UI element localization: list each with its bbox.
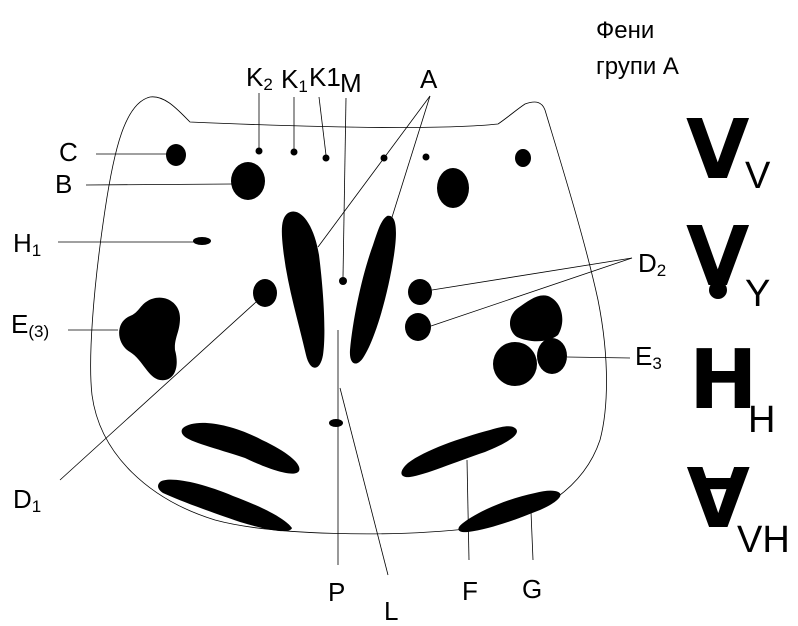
spot-d1: [253, 279, 277, 307]
label-p: P: [328, 577, 345, 607]
spot-k1b: [322, 154, 330, 162]
leader-d1: [59, 301, 257, 481]
spot-g-left: [158, 479, 292, 532]
label-c: C: [59, 137, 78, 167]
legend-item-vh: A VH: [686, 447, 790, 561]
legend-glyph-h: H: [689, 333, 758, 428]
leader-m: [342, 97, 347, 278]
spot-f-left-upper: [181, 422, 300, 474]
label-k2: K2: [246, 62, 273, 94]
label-k1: K1: [281, 64, 308, 96]
label-k1b: K1: [309, 62, 341, 92]
spot-a-left: [281, 211, 325, 368]
leader-l: [339, 387, 389, 576]
spot-e3-right-mid: [493, 342, 537, 386]
legend-title-line2: групи А: [596, 53, 679, 80]
spot-k2: [255, 147, 263, 155]
legend-glyph-vh: A: [686, 447, 750, 542]
leader-a-left: [317, 95, 431, 248]
spot-m: [339, 277, 347, 285]
spot-d2-lower: [405, 313, 431, 341]
legend-label-h: H: [748, 399, 775, 441]
spot-f-right: [401, 426, 517, 478]
spot-d2-upper: [408, 279, 432, 305]
legend-item-v: V V: [686, 103, 771, 198]
legend-label-v: V: [745, 155, 771, 197]
legend-label-vh: VH: [737, 519, 790, 561]
label-d1: D1: [13, 484, 41, 516]
label-e3-left: E(3): [11, 309, 49, 341]
spot-k1: [290, 148, 298, 156]
leader-d2-lower: [430, 257, 633, 327]
spot-g-right: [458, 490, 561, 533]
spot-b-left: [231, 162, 265, 200]
label-h1: H1: [13, 228, 41, 260]
legend-item-y: V Y: [686, 210, 770, 315]
spot-e3-right-small: [537, 338, 567, 374]
leader-b: [85, 183, 233, 186]
label-f: F: [462, 576, 478, 606]
leader-k1b: [318, 96, 327, 156]
label-e3-right: E3: [635, 341, 662, 373]
spot-b-right: [437, 168, 469, 208]
label-m: M: [340, 68, 362, 98]
legend-item-h: H H: [689, 333, 775, 441]
label-g: G: [522, 574, 542, 604]
label-b: B: [55, 169, 72, 199]
label-l: L: [384, 596, 398, 626]
leader-e3-right: [566, 356, 631, 359]
spot-p: [329, 419, 343, 427]
spot-a-right: [349, 215, 396, 364]
legend-glyph-v: V: [686, 103, 750, 198]
spot-h1: [193, 237, 211, 245]
legend-title-line1: Фени: [596, 17, 654, 44]
legend-label-y: Y: [745, 273, 770, 315]
pronotum-outline: [90, 96, 607, 535]
spot-c-right: [515, 149, 531, 167]
spot-e3-right-upper: [509, 295, 563, 342]
label-d2: D2: [638, 248, 666, 280]
leader-g: [530, 511, 534, 561]
spot-c-left: [166, 144, 186, 166]
spot-k1-right: [422, 153, 430, 161]
leader-f: [466, 459, 470, 561]
legend-y-dot: [709, 281, 727, 299]
leader-d2-upper: [431, 257, 633, 291]
spot-e3-left: [119, 297, 180, 381]
leader-a-right: [387, 95, 431, 231]
label-a: A: [420, 64, 438, 94]
